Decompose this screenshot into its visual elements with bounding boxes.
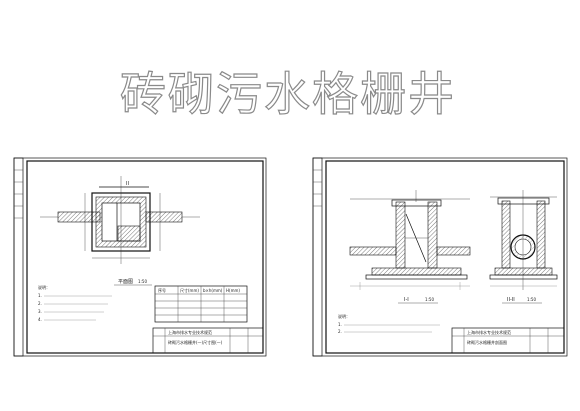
- left-sheet-border: [13, 157, 267, 357]
- right-title-block: 上海市排水专业技术规范 砖砌污水格栅井剖面图: [451, 327, 565, 354]
- table-head-1: 序号: [158, 287, 166, 293]
- section-label-ii: II-II: [507, 297, 515, 303]
- section-scale-ii: 1:50: [527, 297, 536, 302]
- right-note-1: 1.: [338, 322, 342, 327]
- right-notes-heading: 说明：: [338, 313, 350, 319]
- table-head-2: 尺寸(mm): [180, 287, 199, 293]
- left-note-2: 2.: [38, 301, 42, 306]
- left-sheet: II 平面图 1:50 说明： 1. 2. 3. 4. 序号: [13, 157, 267, 357]
- section-i-i: [349, 190, 471, 290]
- left-binding-strip: [13, 157, 24, 357]
- inlet-pipe: [57, 211, 101, 223]
- dimension-table: 序号 尺寸(mm) b×h(mm) H(mm): [154, 285, 248, 323]
- right-title-line-2: 砖砌污水格栅井剖面图: [467, 339, 507, 345]
- section-scale-i: 1:50: [425, 297, 434, 302]
- section-mark: II: [126, 181, 129, 187]
- outlet-pipe: [145, 211, 183, 223]
- plan-scale-label: 平面图: [118, 279, 133, 285]
- right-note-2: 2.: [338, 329, 342, 334]
- right-inner-frame: [325, 160, 565, 354]
- left-title-block: 上海市排水专业技术规范 砖砌污水格栅井(一)尺寸图(一): [152, 327, 264, 354]
- drawing-title: 砖砌污水格栅井: [120, 67, 456, 121]
- left-title-line-1: 上海市排水专业技术规范: [168, 329, 212, 335]
- section-ii-ii: [489, 190, 558, 290]
- plan-scale-value: 1:50: [138, 279, 147, 284]
- right-title-line-1: 上海市排水专业技术规范: [467, 329, 511, 335]
- right-binding-strip: [312, 157, 323, 357]
- left-notes-heading: 说明：: [38, 284, 50, 290]
- left-note-1: 1.: [38, 293, 42, 298]
- left-note-4: 4.: [38, 317, 42, 322]
- table-head-4: H(mm): [226, 288, 240, 293]
- right-sheet: I-I 1:50 II-II 1:50 说明： 1. 2.: [312, 157, 568, 357]
- left-note-3: 3.: [38, 309, 42, 314]
- plan-view: II: [40, 176, 200, 264]
- section-label-i: I-I: [404, 297, 409, 303]
- table-head-3: b×h(mm): [203, 288, 223, 293]
- left-title-line-2: 砖砌污水格栅井(一)尺寸图(一): [168, 339, 223, 345]
- left-inner-frame: [26, 160, 264, 354]
